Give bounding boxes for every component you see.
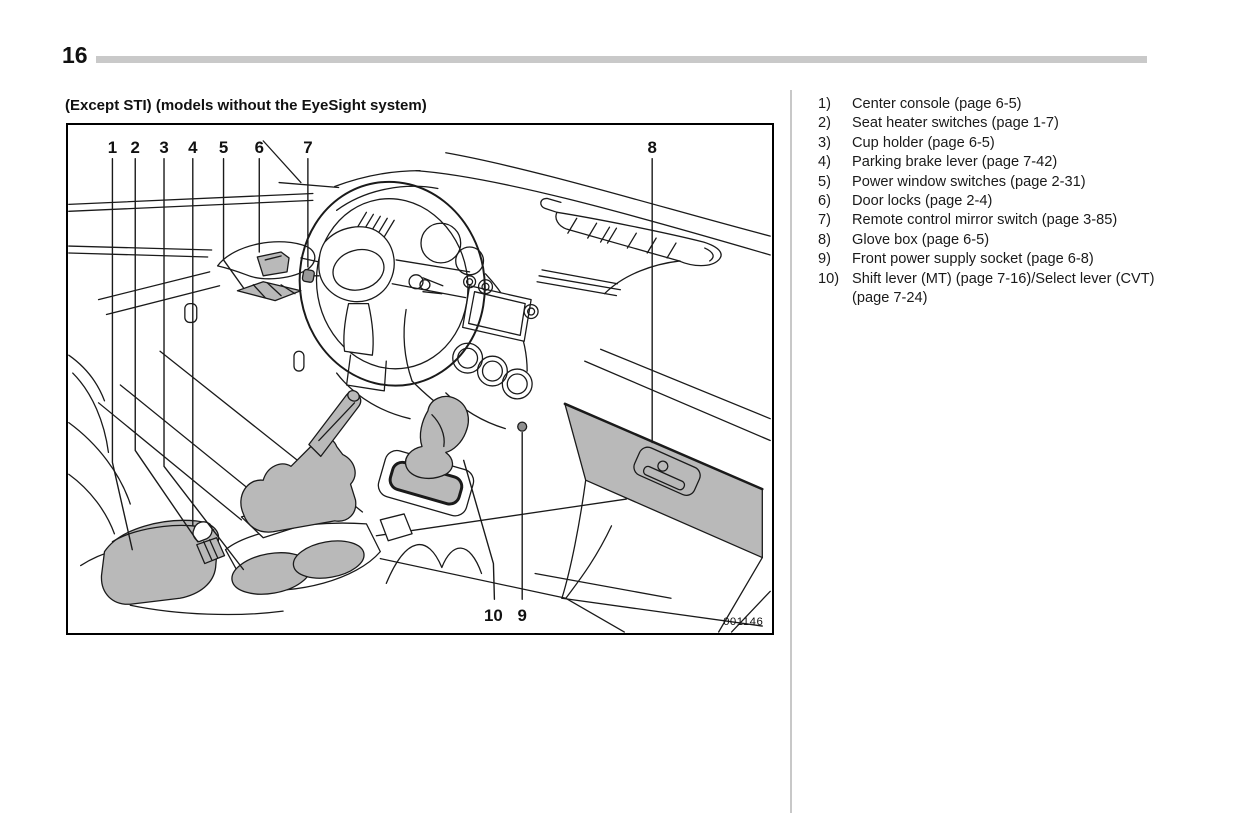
parts-list-item: 3) Cup holder (page 6-5) (818, 134, 1160, 153)
header-rule (96, 56, 1147, 63)
parts-list-item: 2) Seat heater switches (page 1-7) (818, 114, 1160, 133)
parts-list-item: 1) Center console (page 6-5) (818, 95, 1160, 114)
item-number: 4) (818, 154, 831, 171)
floor-lines (375, 479, 771, 633)
parts-list-item: 10) Shift lever (MT) (page 7-16)/Select … (818, 270, 1160, 309)
center-stack (403, 260, 681, 430)
parts-list-item: 6) Door locks (page 2-4) (818, 192, 1160, 211)
parts-list-item: 8) Glove box (page 6-5) (818, 231, 1160, 250)
dashboard-top (262, 140, 771, 442)
item-number: 1) (818, 96, 831, 112)
parts-list-item: 4) Parking brake lever (page 7-42) (818, 153, 1160, 172)
callout-6: 6 (255, 138, 264, 157)
parts-list-item: 7) Remote control mirror switch (page 3-… (818, 211, 1160, 230)
callout-8: 8 (647, 138, 656, 157)
callout-10: 10 (484, 606, 503, 625)
item-number: 9) (818, 251, 831, 268)
item-text: Power window switches (page 2-31) (852, 173, 1086, 190)
item-text: Shift lever (MT) (page 7-16)/Select leve… (852, 270, 1155, 307)
page-number: 16 (62, 42, 88, 68)
callout-7: 7 (303, 138, 312, 157)
item-number: 6) (818, 193, 831, 210)
parts-list: 1) Center console (page 6-5) 2) Seat hea… (818, 95, 1160, 308)
door-locks (256, 251, 290, 277)
item-text: Cup holder (page 6-5) (852, 134, 995, 151)
item-number: 7) (818, 212, 831, 229)
figure-caption: (Except STI) (models without the EyeSigh… (65, 97, 427, 114)
callout-5: 5 (219, 138, 228, 157)
glove-box (563, 402, 764, 559)
seat-heater-switches (196, 537, 226, 565)
callout-2: 2 (131, 138, 140, 157)
shift-lever (377, 395, 475, 517)
parts-list-item: 9) Front power supply socket (page 6-8) (818, 250, 1160, 269)
callout-9: 9 (518, 606, 527, 625)
item-number: 5) (818, 173, 831, 190)
column-divider (790, 90, 792, 813)
interior-diagram-frame: 1 2 3 4 5 6 7 8 10 9 001146 (66, 123, 774, 635)
item-text: Seat heater switches (page 1-7) (852, 115, 1059, 132)
power-supply-socket (517, 421, 528, 432)
item-text: Center console (page 6-5) (852, 96, 1022, 112)
item-text: Door locks (page 2-4) (852, 193, 993, 210)
item-number: 10) (818, 270, 840, 287)
item-number: 8) (818, 231, 831, 248)
item-text: Glove box (page 6-5) (852, 231, 990, 248)
figure-code: 001146 (723, 616, 763, 628)
callout-4: 4 (188, 138, 198, 157)
dashboard-vent (540, 197, 722, 267)
item-number: 3) (818, 134, 831, 151)
remote-mirror-switch (301, 268, 315, 283)
callout-leader-lines (111, 158, 653, 600)
interior-diagram: 1 2 3 4 5 6 7 8 10 9 001146 (68, 138, 771, 633)
item-text: Front power supply socket (page 6-8) (852, 251, 1094, 268)
cup-holder (231, 540, 365, 595)
callout-3: 3 (159, 138, 168, 157)
parts-list-item: 5) Power window switches (page 2-31) (818, 173, 1160, 192)
item-text: Parking brake lever (page 7-42) (852, 154, 1058, 171)
callout-1: 1 (108, 138, 117, 157)
center-console (100, 519, 220, 605)
item-number: 2) (818, 115, 831, 132)
steering-wheel (298, 180, 494, 420)
power-window-switches (236, 281, 302, 302)
parking-brake-lever (240, 389, 362, 533)
item-text: Remote control mirror switch (page 3-85) (852, 212, 1118, 229)
